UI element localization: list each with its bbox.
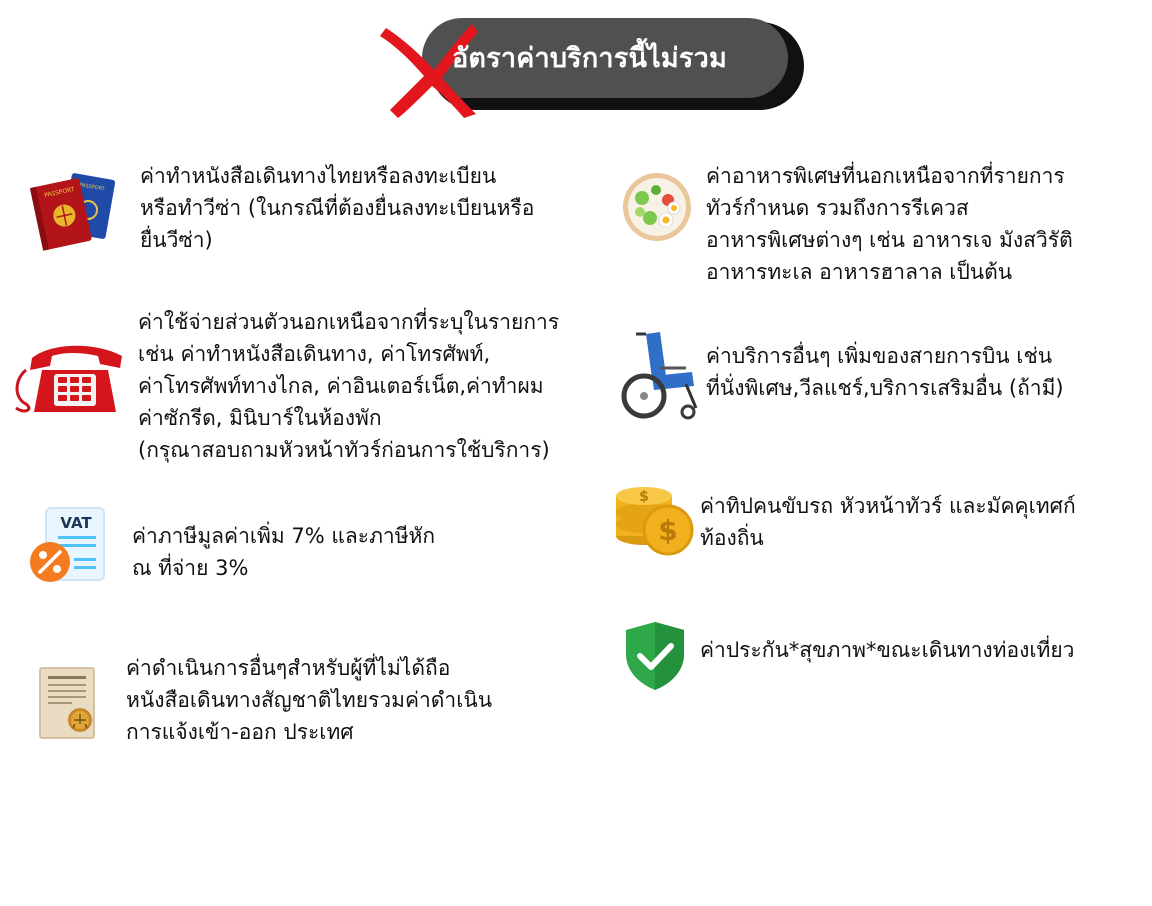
header-banner: อัตราค่าบริการนี้ไม่รวม <box>372 12 812 122</box>
wheelchair-icon <box>621 332 698 420</box>
item-text: ค่าประกัน*สุขภาพ*ขณะเดินทางท่องเที่ยว <box>700 638 1075 662</box>
item-text: ค่าใช้จ่ายส่วนตัวนอกเหนือจากที่ระบุในราย… <box>138 310 560 462</box>
legal-document-icon <box>39 667 95 739</box>
svg-text:$: $ <box>639 489 649 505</box>
red-cross-icon <box>380 24 478 118</box>
vat-label: VAT <box>60 514 92 532</box>
item-text: ค่าทิปคนขับรถ หัวหน้าทัวร์ และมัคคุเทศก์… <box>700 494 1076 550</box>
salad-plate-icon <box>623 173 691 241</box>
shield-check-icon <box>626 622 684 690</box>
passport-icon: PASSPORT PASSPORT <box>29 173 116 251</box>
banner-pill <box>422 18 788 98</box>
item-text: ค่าดำเนินการอื่นๆสำหรับผู้ที่ไม่ได้ถือ ห… <box>126 656 493 744</box>
telephone-icon <box>15 345 122 413</box>
page-title: อัตราค่าบริการนี้ไม่รวม <box>452 43 727 74</box>
svg-text:$: $ <box>658 514 677 547</box>
svg-text:PASSPORT: PASSPORT <box>79 182 106 193</box>
item-text: ค่าบริการอื่นๆ เพิ่มของสายการบิน เช่น ที… <box>706 344 1064 400</box>
item-text: ค่าภาษีมูลค่าเพิ่ม 7% และภาษีหัก ณ ที่จ่… <box>132 524 436 580</box>
item-text: ค่าทำหนังสือเดินทางไทยหรือลงทะเบียน หรือ… <box>140 164 535 252</box>
gold-coins-icon: $ $ <box>616 487 694 556</box>
item-text: ค่าอาหารพิเศษที่นอกเหนือจากที่รายการ ทัว… <box>706 164 1073 284</box>
vat-percent-icon: VAT <box>30 507 105 582</box>
